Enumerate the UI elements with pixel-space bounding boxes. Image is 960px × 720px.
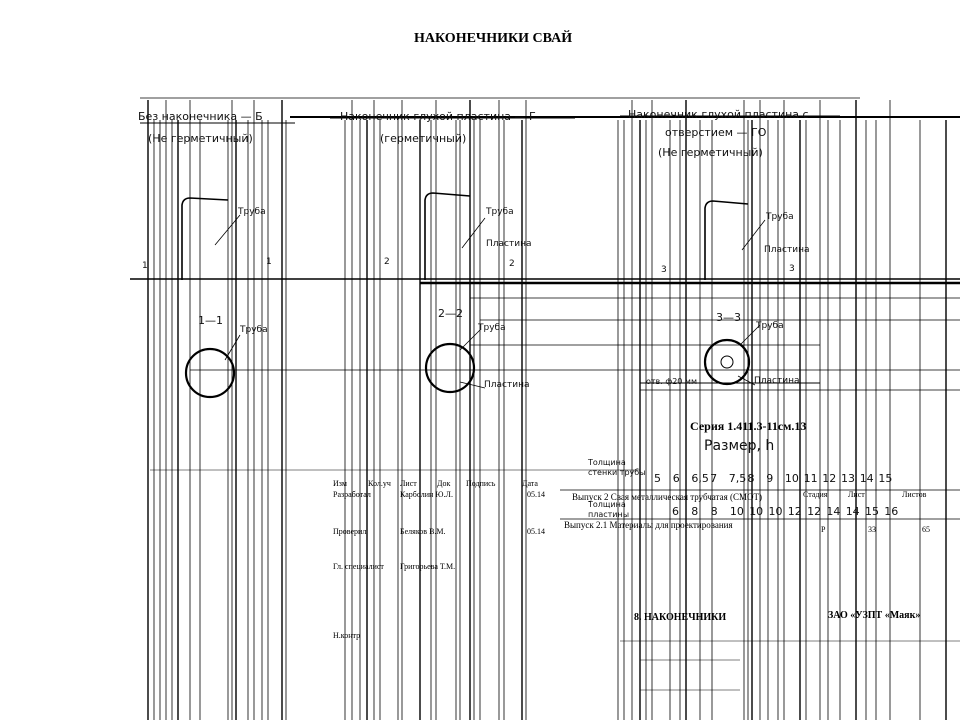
wall-thickness-value: 12 — [822, 472, 837, 485]
variant-2-pipe-label: Труба — [486, 207, 514, 217]
stamp-date: 05.14 — [527, 490, 545, 499]
plate-thickness-value: 16 — [884, 505, 899, 518]
plate-thickness-value: 14 — [826, 505, 841, 518]
stamp-header-cell: Док — [437, 479, 451, 488]
stamp-name: Беляков В.М. — [400, 527, 446, 536]
plate-thickness-value: 6 — [672, 505, 679, 518]
variant-1-mark-left: 1 — [142, 261, 148, 271]
hole-note: отв. ф20 мм — [646, 377, 697, 386]
stamp-date: 05.14 — [527, 527, 545, 536]
wall-thickness-value: 7,5 — [728, 472, 747, 485]
variant-1-subcaption: (Не герметичный) — [148, 132, 253, 145]
stamp-header-cell: Дата — [522, 479, 538, 488]
variant-1-section-label: 1—1 — [198, 314, 223, 327]
variant-1-section-pipe-label: Труба — [240, 325, 268, 335]
company-name: ЗАО «УЗПТ «Маяк» — [828, 610, 921, 621]
stamp-role: Проверил — [333, 527, 367, 536]
stage-header: Стадия — [803, 490, 828, 499]
variant-1-pipe-label: Труба — [238, 207, 266, 217]
wall-thickness-value: 6,5 — [691, 472, 709, 485]
stamp-role: Н.контр — [333, 631, 361, 640]
stamp-name: Карболин Ю.Л. — [400, 490, 453, 499]
sheet-value: 33 — [868, 525, 876, 534]
stamp-header-cell: Лист — [400, 479, 417, 488]
variant-2-subcaption: (герметичный) — [380, 132, 467, 145]
plate-thickness-value: 15 — [865, 505, 879, 518]
plate-thickness-value: 10 — [749, 505, 764, 518]
wall-thickness-value: 6 — [672, 472, 680, 485]
plate-thickness-label: Толщина пластины — [588, 500, 630, 519]
plate-thickness-value: 12 — [807, 505, 822, 518]
variant-2-plate-label: Пластина — [486, 239, 532, 249]
issue-2: Выпуск 2.1 Материалы для проектирования — [564, 520, 733, 530]
stamp-role: Гл. специалист — [333, 562, 384, 571]
plate-thickness-value: 10 — [729, 505, 744, 518]
plate-thickness-value: 8 — [691, 505, 699, 518]
variant-3-subcaption: отверстием — ГО — [665, 126, 767, 139]
stamp-header-cell: Кол.уч — [368, 479, 391, 488]
plate-thickness-value: 10 — [768, 505, 783, 518]
variant-3-plate-label: Пластина — [764, 245, 810, 255]
sizes-heading: Размер, h — [704, 438, 775, 454]
variant-3-caption: Наконечник глухой пластина с — [628, 108, 809, 121]
variant-1-caption: Без наконечника — Б — [138, 110, 263, 123]
variant-3-mark-right: 3 — [789, 264, 795, 274]
wall-thickness-value: 14 — [859, 472, 874, 485]
issue-1: Выпуск 2 Свая металлическая трубчатая (С… — [572, 492, 762, 502]
plate-thickness-value: 14 — [845, 505, 860, 518]
variant-2-section-label: 2—2 — [438, 307, 463, 320]
series-label: Серия 1.411.3-11см.13 — [690, 419, 807, 433]
variant-1-mark-right: 1 — [266, 257, 272, 267]
sheets-value: 65 — [922, 525, 930, 534]
stamp-name: Григорьева Т.М. — [400, 562, 456, 571]
drawing-name: 8. НАКОНЕЧНИКИ — [634, 612, 727, 623]
variant-3-section-pipe-label: Труба — [756, 321, 784, 331]
stamp-header-cell: Изм — [333, 479, 347, 488]
stamp-header-cell: Подпись — [466, 479, 496, 488]
variant-2-caption: Наконечник глухой пластина — Г — [340, 110, 536, 123]
variant-2-section-pipe-label: Труба — [478, 323, 506, 333]
plate-thickness-value: 8 — [710, 505, 718, 518]
wall-thickness-value: 13 — [841, 472, 855, 485]
variant-3-pipe-label: Труба — [766, 212, 794, 222]
wall-thickness-value: 15 — [878, 472, 893, 485]
variant-3-mark-left: 3 — [661, 265, 667, 275]
wall-thickness-value: 8 — [747, 472, 755, 485]
wall-thickness-value: 7 — [710, 472, 718, 485]
wall-thickness-value: 5 — [654, 472, 661, 485]
page-title: НАКОНЕЧНИКИ СВАЙ — [414, 31, 573, 46]
variant-2-section-plate-label: Пластина — [484, 380, 530, 390]
stamp-role: Разработал — [333, 490, 371, 499]
variant-3-note: (Не герметичный) — [658, 146, 763, 159]
wall-thickness-value: 11 — [803, 472, 818, 485]
variant-3-section-plate-label: Пластина — [754, 376, 800, 386]
sheet-header: Лист — [848, 490, 865, 499]
wall-thickness-value: 10 — [784, 472, 799, 485]
plate-thickness-value: 12 — [787, 505, 802, 518]
sheets-header: Листов — [902, 490, 927, 499]
variant-3-section-label: 3—3 — [716, 311, 741, 324]
wall-thickness-label: Толщина стенки трубы — [588, 458, 646, 477]
stage-value: Р — [821, 525, 826, 534]
wall-thickness-value: 9 — [766, 472, 774, 485]
variant-2-mark-left: 2 — [384, 257, 390, 267]
variant-2-mark-right: 2 — [509, 259, 515, 269]
